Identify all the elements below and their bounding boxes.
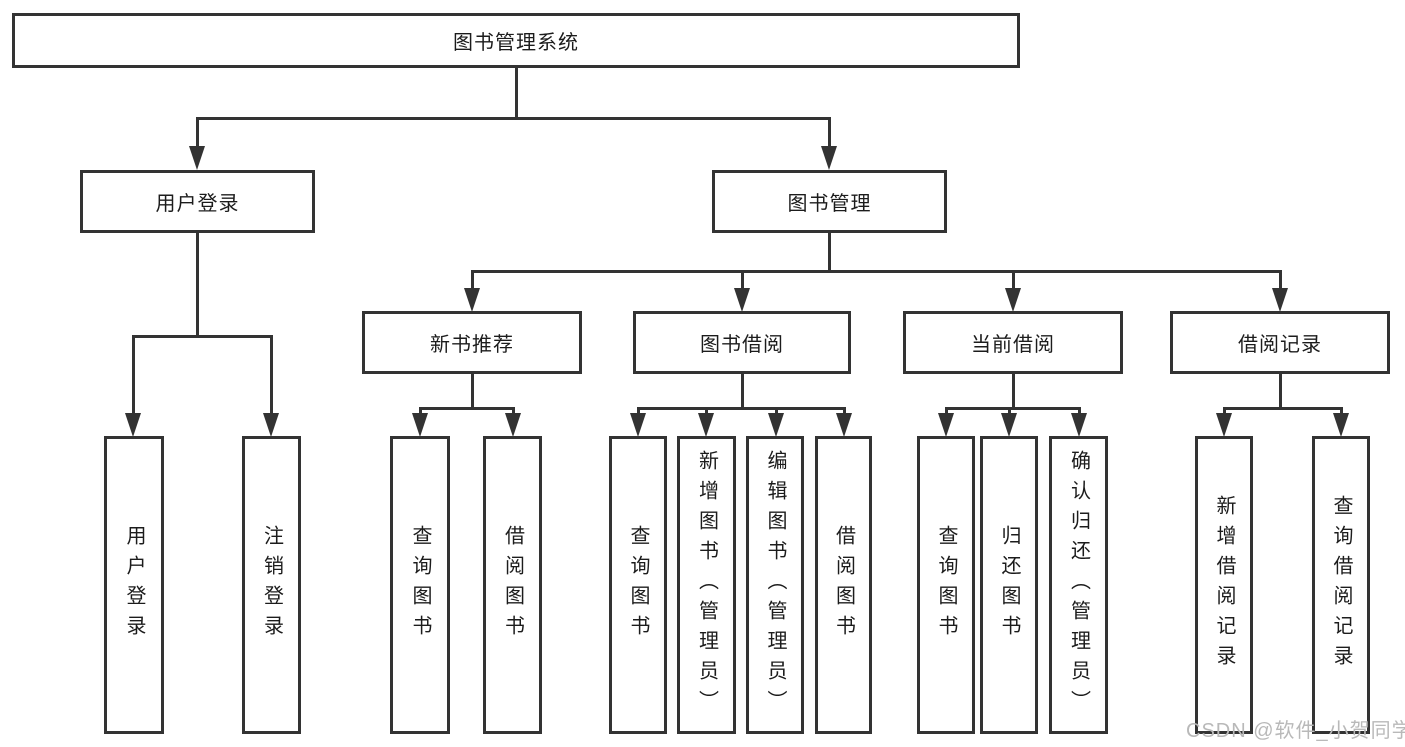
connector-vline — [741, 271, 744, 292]
connector-vline — [828, 231, 831, 273]
csdn-watermark: CSDN @软件_小贺同学 — [1186, 720, 1405, 742]
arrowhead-down-icon — [938, 413, 954, 437]
arrowhead-down-icon — [1216, 413, 1232, 437]
connector-hline — [945, 407, 1081, 410]
node-user-login-label: 用户登录 — [155, 193, 240, 215]
leaf-query-books-1-label: 查询图书 — [409, 525, 431, 645]
connector-hline — [471, 270, 1282, 273]
leaf-query-books-3: 查询图书 — [917, 436, 975, 734]
leaf-query-books-1: 查询图书 — [390, 436, 450, 734]
connector-hline — [1223, 407, 1343, 410]
leaf-add-book-admin-label: 新增图书（管理员） — [695, 450, 718, 720]
leaf-query-books-2-label: 查询图书 — [627, 525, 649, 645]
arrowhead-down-icon — [263, 413, 279, 437]
connector-hline — [637, 407, 846, 410]
leaf-borrow-books-2-label: 借阅图书 — [832, 525, 855, 645]
connector-vline — [1012, 372, 1015, 410]
connector-vline — [270, 336, 273, 417]
connector-hline — [196, 117, 831, 120]
node-user-login: 用户登录 — [80, 170, 315, 233]
leaf-logout: 注销登录 — [242, 436, 301, 734]
connector-vline — [196, 231, 199, 338]
connector-vline — [828, 118, 831, 150]
connector-hline — [132, 335, 273, 338]
connector-vline — [705, 408, 708, 417]
arrowhead-down-icon — [505, 413, 521, 437]
node-borrowing-records: 借阅记录 — [1170, 311, 1390, 374]
arrowhead-down-icon — [1005, 288, 1021, 312]
connector-vline — [741, 372, 744, 410]
connector-vline — [471, 271, 474, 292]
node-library-system-label: 图书管理系统 — [453, 32, 579, 54]
leaf-add-book-admin: 新增图书（管理员） — [677, 436, 736, 734]
arrowhead-down-icon — [1001, 413, 1017, 437]
leaf-confirm-return-admin: 确认归还（管理员） — [1049, 436, 1108, 734]
leaf-borrow-books-1-label: 借阅图书 — [501, 525, 524, 645]
arrowhead-down-icon — [464, 288, 480, 312]
node-book-borrowing-label: 图书借阅 — [700, 334, 784, 356]
leaf-return-book: 归还图书 — [980, 436, 1038, 734]
connector-vline — [512, 408, 515, 417]
node-book-management: 图书管理 — [712, 170, 947, 233]
connector-vline — [515, 67, 518, 120]
leaf-edit-book-admin-label: 编辑图书（管理员） — [764, 450, 786, 720]
connector-vline — [196, 118, 199, 150]
leaf-edit-book-admin: 编辑图书（管理员） — [746, 436, 804, 734]
arrowhead-down-icon — [125, 413, 141, 437]
node-library-system: 图书管理系统 — [12, 13, 1020, 68]
arrowhead-down-icon — [768, 413, 784, 437]
connector-vline — [419, 408, 422, 417]
leaf-add-borrow-record-label: 新增借阅记录 — [1213, 495, 1235, 675]
leaf-borrow-books-2: 借阅图书 — [815, 436, 872, 734]
leaf-user-login-label: 用户登录 — [123, 525, 145, 645]
leaf-query-books-3-label: 查询图书 — [935, 525, 957, 645]
arrowhead-down-icon — [1333, 413, 1349, 437]
arrowhead-down-icon — [1071, 413, 1087, 437]
connector-vline — [1012, 271, 1015, 292]
leaf-return-book-label: 归还图书 — [998, 525, 1020, 645]
node-new-book-recommend-label: 新书推荐 — [430, 334, 514, 356]
arrowhead-down-icon — [189, 146, 205, 170]
connector-vline — [471, 372, 474, 410]
node-book-borrowing: 图书借阅 — [633, 311, 851, 374]
arrowhead-down-icon — [698, 413, 714, 437]
leaf-borrow-books-1: 借阅图书 — [483, 436, 542, 734]
node-current-borrowing: 当前借阅 — [903, 311, 1123, 374]
node-borrowing-records-label: 借阅记录 — [1238, 334, 1322, 356]
leaf-add-borrow-record: 新增借阅记录 — [1195, 436, 1253, 734]
connector-vline — [1223, 408, 1226, 417]
arrowhead-down-icon — [836, 413, 852, 437]
arrowhead-down-icon — [1272, 288, 1288, 312]
node-book-management-label: 图书管理 — [787, 193, 872, 215]
connector-vline — [637, 408, 640, 417]
arrowhead-down-icon — [734, 288, 750, 312]
arrowhead-down-icon — [821, 146, 837, 170]
connector-vline — [1279, 271, 1282, 292]
arrowhead-down-icon — [630, 413, 646, 437]
arrowhead-down-icon — [412, 413, 428, 437]
connector-vline — [1279, 372, 1282, 410]
leaf-logout-label: 注销登录 — [260, 525, 283, 645]
node-current-borrowing-label: 当前借阅 — [971, 334, 1055, 356]
leaf-query-books-2: 查询图书 — [609, 436, 667, 734]
connector-vline — [843, 408, 846, 417]
connector-vline — [775, 408, 778, 417]
connector-vline — [945, 408, 948, 417]
connector-vline — [1008, 408, 1011, 417]
connector-vline — [132, 336, 135, 417]
connector-vline — [1340, 408, 1343, 417]
leaf-user-login: 用户登录 — [104, 436, 164, 734]
leaf-query-borrow-record-label: 查询借阅记录 — [1330, 495, 1352, 675]
connector-hline — [419, 407, 515, 410]
node-new-book-recommend: 新书推荐 — [362, 311, 582, 374]
leaf-confirm-return-admin-label: 确认归还（管理员） — [1067, 450, 1090, 720]
connector-vline — [1078, 408, 1081, 417]
leaf-query-borrow-record: 查询借阅记录 — [1312, 436, 1370, 734]
